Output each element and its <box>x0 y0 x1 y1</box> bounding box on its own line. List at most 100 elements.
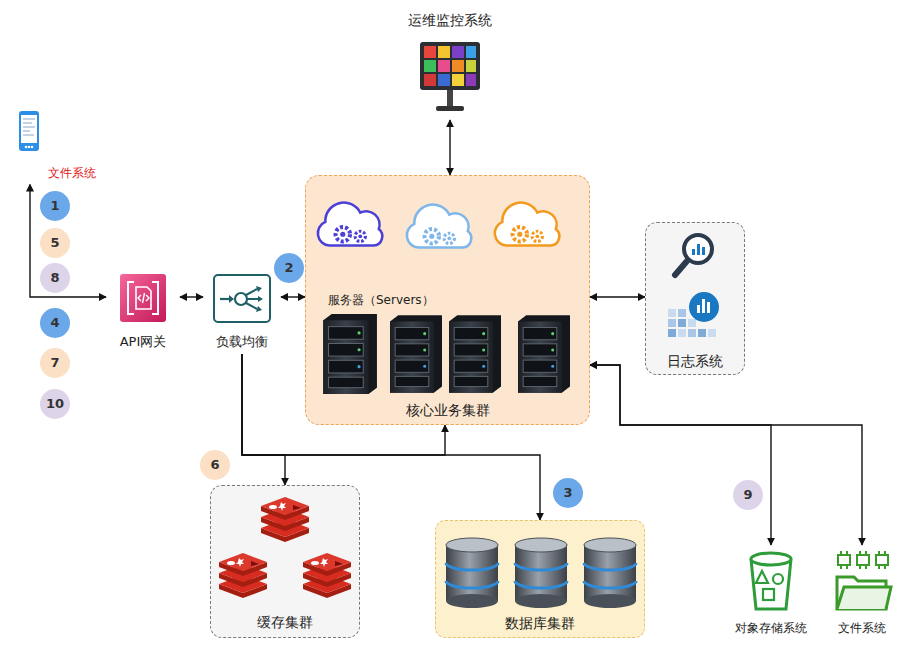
drawing-part <box>452 46 464 58</box>
drawing-part <box>452 74 464 86</box>
drawing-part <box>668 319 676 327</box>
drawing-part <box>407 205 471 248</box>
client-node: 文件系统 <box>14 108 110 184</box>
drawing-part <box>688 329 696 337</box>
drawing-part <box>452 60 464 72</box>
drawing-part <box>446 538 498 608</box>
load-balancer-icon <box>213 274 271 324</box>
connector <box>30 184 106 297</box>
api-gateway-node: API网关 <box>106 272 180 354</box>
log-system-box: 日志系统 <box>645 222 745 375</box>
callout-number: 3 <box>553 478 583 508</box>
connector <box>449 120 450 175</box>
drawing-part <box>323 314 377 394</box>
connector <box>590 296 645 297</box>
drawing-part <box>23 119 35 135</box>
node-label: 服务器（Servers） <box>328 293 434 307</box>
connector <box>281 296 305 297</box>
drawing-part <box>702 299 705 313</box>
drawing-part <box>449 315 501 392</box>
file-system-node: 文件系统 <box>824 545 900 640</box>
drawing-part <box>235 293 247 305</box>
folder-icon <box>834 549 892 613</box>
cache-cluster-box: 缓存集群 <box>210 485 360 638</box>
drawing-part <box>438 74 450 86</box>
drawing-part <box>857 555 869 565</box>
drawing-part <box>698 329 706 337</box>
drawing-part <box>424 74 436 86</box>
drawing-part <box>876 555 888 565</box>
drawing-part <box>136 287 151 309</box>
callout-number: 1 <box>40 191 70 221</box>
drawing-part <box>763 589 774 600</box>
callout-number: 6 <box>200 450 230 480</box>
drawing-part <box>689 292 719 322</box>
drawing-part <box>751 553 791 565</box>
drawing-part <box>697 244 700 255</box>
drawing-part <box>518 315 570 392</box>
drawing-part <box>707 302 710 313</box>
drawing-part <box>229 295 234 303</box>
redis-icons <box>211 486 361 611</box>
api-gateway-icon <box>120 274 166 324</box>
node-label: 数据库集群 <box>505 615 575 632</box>
node-label: 文件系统 <box>48 166 96 180</box>
log-icons <box>668 231 724 347</box>
load-balancer-node: 负载均衡 <box>203 272 281 354</box>
node-label: 运维监控系统 <box>408 12 492 29</box>
drawing-part <box>678 309 686 317</box>
drawing-part <box>697 305 700 313</box>
connector <box>242 354 285 485</box>
drawing-part <box>841 551 885 569</box>
drawing-part <box>678 319 686 327</box>
callout-number: 8 <box>40 263 70 293</box>
drawing-part <box>214 275 270 322</box>
drawing-part <box>424 60 436 72</box>
connector <box>180 296 203 297</box>
callout-number: 7 <box>40 348 70 378</box>
drawing-part <box>436 106 464 111</box>
drawing-part <box>668 309 676 317</box>
drawing-part <box>438 60 450 72</box>
node-label: 负载均衡 <box>216 334 268 350</box>
drawing-part <box>466 46 476 58</box>
connector <box>590 365 771 545</box>
drawing-part <box>128 282 158 314</box>
database-icons <box>436 521 646 616</box>
node-label: 核心业务集群 <box>406 402 490 419</box>
drawing-part <box>424 46 436 58</box>
drawing-part <box>678 329 686 337</box>
callout-number: 5 <box>40 228 70 258</box>
drawing-part <box>120 274 166 322</box>
drawing-part <box>25 146 28 149</box>
callout-number: 10 <box>40 389 70 419</box>
connector <box>590 365 862 545</box>
drawing-part <box>303 553 351 598</box>
node-label: API网关 <box>120 334 167 350</box>
bucket-icon <box>748 549 794 613</box>
node-label: 缓存集群 <box>257 614 313 631</box>
node-label: 文件系统 <box>838 621 886 635</box>
drawing-part <box>515 538 567 608</box>
phone-icon <box>18 110 40 152</box>
drawing-part <box>773 574 783 584</box>
drawing-part <box>466 60 476 72</box>
callout-number: 2 <box>274 253 304 283</box>
drawing-part <box>702 247 705 255</box>
drawing-part <box>246 289 259 309</box>
drawing-part <box>31 146 34 149</box>
drawing-part <box>318 203 382 246</box>
drawing-part <box>692 249 695 255</box>
drawing-part <box>420 42 480 90</box>
core-cluster-box: 服务器（Servers） 核心业务集群 <box>305 175 590 425</box>
callout-number: 4 <box>40 308 70 338</box>
drawing-part <box>438 46 450 58</box>
drawing-part <box>256 286 263 312</box>
drawing-part <box>447 90 453 106</box>
drawing-part <box>838 551 888 569</box>
monitor-icon <box>420 42 480 118</box>
drawing-part <box>668 329 676 337</box>
drawing-part <box>390 315 442 392</box>
drawing-part <box>688 319 696 327</box>
